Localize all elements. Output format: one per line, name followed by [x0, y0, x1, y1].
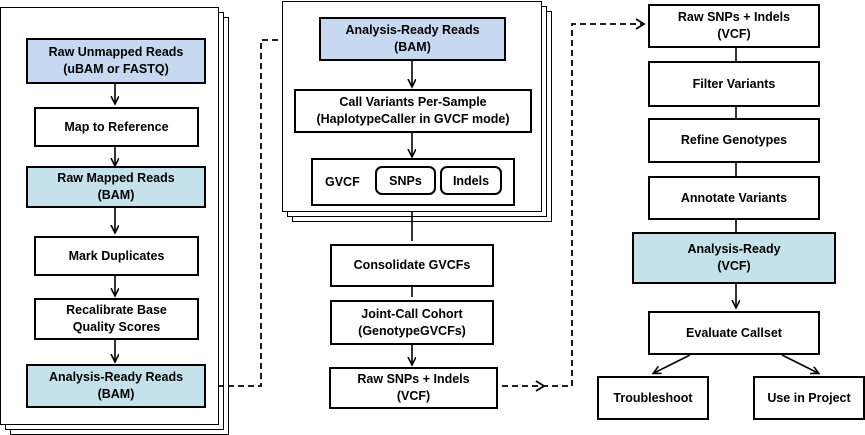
- raw-snps-indels-right-box: Raw SNPs + Indels (VCF): [648, 4, 820, 48]
- arrow-evaluate-to-use: [781, 354, 818, 373]
- snps-label: SNPs: [389, 173, 422, 188]
- analysis-ready-reads-middle-line2: (BAM): [394, 40, 431, 54]
- dashed-arrowhead-middle: [535, 380, 546, 392]
- indels-label: Indels: [452, 173, 490, 188]
- use-in-project-label: Use in Project: [767, 390, 851, 405]
- analysis-ready-vcf-line2: (VCF): [717, 259, 751, 273]
- raw-mapped-reads-box: Raw Mapped Reads (BAM): [26, 166, 206, 208]
- call-variants-box: Call Variants Per-Sample (HaplotypeCalle…: [294, 89, 532, 133]
- use-in-project-box: Use in Project: [753, 376, 865, 420]
- raw-unmapped-reads-box: Raw Unmapped Reads (uBAM or FASTQ): [26, 38, 206, 84]
- analysis-ready-reads-middle-line1: Analysis-Ready Reads: [345, 23, 480, 37]
- dashed-middle-to-right: [502, 23, 644, 387]
- troubleshoot-box: Troubleshoot: [597, 376, 709, 420]
- raw-snps-right-line1: Raw SNPs + Indels: [677, 10, 791, 24]
- raw-unmapped-reads-line1: Raw Unmapped Reads: [48, 45, 184, 59]
- raw-snps-middle-line2: (VCF): [396, 389, 431, 403]
- evaluate-callset-label: Evaluate Callset: [686, 325, 782, 340]
- evaluate-callset-box: Evaluate Callset: [648, 311, 820, 355]
- refine-genotypes-label: Refine Genotypes: [680, 133, 788, 147]
- dashed-left-to-middle: [218, 39, 282, 387]
- joint-call-line1: Joint-Call Cohort: [361, 306, 463, 321]
- joint-call-cohort-box: Joint-Call Cohort (GenotypeGVCFs): [330, 300, 494, 345]
- gvcf-label: GVCF: [325, 175, 360, 189]
- refine-genotypes-box: Refine Genotypes: [648, 118, 820, 163]
- map-to-reference-box: Map to Reference: [34, 107, 199, 147]
- analysis-ready-reads-left-line1: Analysis-Ready Reads: [48, 370, 184, 384]
- analysis-ready-reads-middle-box: Analysis-Ready Reads (BAM): [319, 17, 506, 61]
- raw-mapped-reads-line1: Raw Mapped Reads: [57, 171, 175, 185]
- raw-snps-right-line2: (VCF): [717, 27, 751, 41]
- map-to-reference-label: Map to Reference: [64, 119, 169, 134]
- consolidate-gvcfs-label: Consolidate GVCFs: [353, 258, 471, 272]
- snps-pill: SNPs: [375, 166, 436, 195]
- recalibrate-line1: Recalibrate Base: [66, 303, 167, 317]
- mark-duplicates-label: Mark Duplicates: [68, 248, 165, 263]
- consolidate-gvcfs-box: Consolidate GVCFs: [330, 244, 494, 287]
- raw-snps-middle-line1: Raw SNPs + Indels: [357, 372, 470, 386]
- analysis-ready-vcf-box: Analysis-Ready (VCF): [632, 232, 836, 284]
- indels-pill: Indels: [440, 166, 502, 195]
- dashed-arrowhead-right: [635, 18, 646, 30]
- raw-unmapped-reads-line2: (uBAM or FASTQ): [63, 62, 169, 76]
- joint-call-line2: (GenotypeGVCFs): [358, 323, 466, 338]
- call-variants-line1: Call Variants Per-Sample: [339, 95, 487, 109]
- raw-snps-indels-middle-box: Raw SNPs + Indels (VCF): [329, 367, 498, 409]
- recalibrate-box: Recalibrate Base Quality Scores: [34, 298, 199, 340]
- analysis-ready-vcf-line1: Analysis-Ready: [687, 242, 781, 256]
- annotate-variants-box: Annotate Variants: [648, 176, 820, 220]
- raw-mapped-reads-line2: (BAM): [97, 188, 135, 202]
- filter-variants-label: Filter Variants: [692, 76, 776, 91]
- call-variants-line2: (HaplotypeCaller in GVCF mode): [316, 112, 510, 126]
- filter-variants-box: Filter Variants: [648, 61, 820, 107]
- analysis-ready-reads-left-box: Analysis-Ready Reads (BAM): [26, 364, 206, 408]
- troubleshoot-label: Troubleshoot: [613, 390, 693, 405]
- recalibrate-line2: Quality Scores: [72, 320, 161, 334]
- arrow-evaluate-to-troubleshoot: [654, 354, 691, 373]
- mark-duplicates-box: Mark Duplicates: [34, 236, 199, 276]
- annotate-variants-label: Annotate Variants: [680, 190, 788, 205]
- analysis-ready-reads-left-line2: (BAM): [97, 387, 135, 401]
